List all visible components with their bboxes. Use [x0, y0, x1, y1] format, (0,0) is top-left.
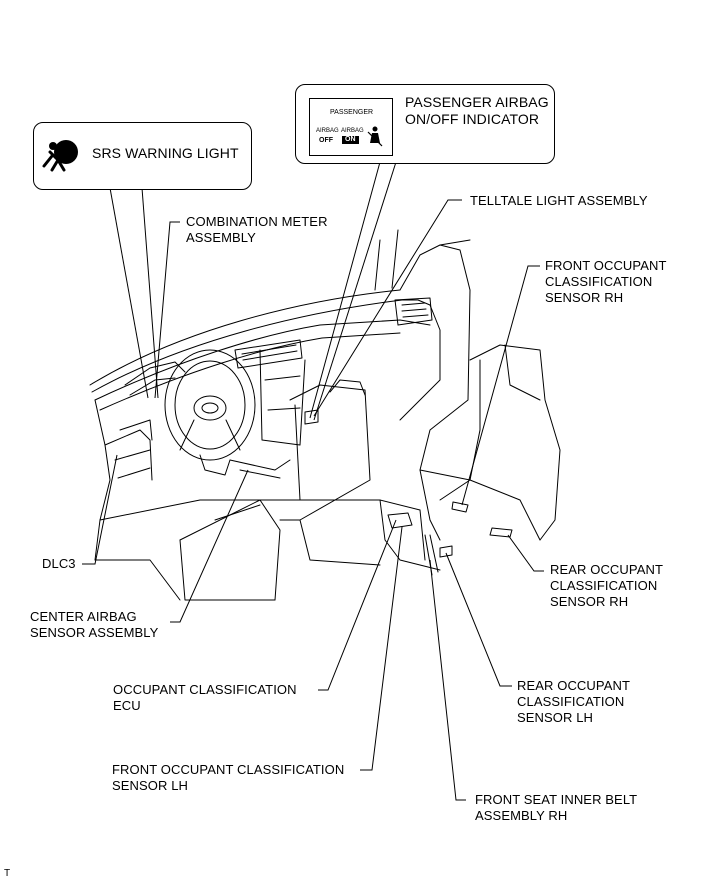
combination-meter-label-2: ASSEMBLY	[186, 230, 256, 245]
front-occupant-rh-label-1: FRONT OCCUPANT	[545, 258, 667, 273]
passenger-indicator-label-1: PASSENGER AIRBAG	[405, 94, 549, 110]
front-occupant-lh-label-1: FRONT OCCUPANT CLASSIFICATION	[112, 762, 345, 777]
passenger-indicator-label-2: ON/OFF INDICATOR	[405, 111, 540, 127]
panel-title: PASSENGER	[330, 109, 374, 116]
occupant-ecu-label-1: OCCUPANT CLASSIFICATION	[113, 682, 297, 697]
rear-occupant-rh-label-1: REAR OCCUPANT	[550, 562, 664, 577]
center-airbag-label-1: CENTER AIRBAG	[30, 609, 137, 624]
dlc3-label: DLC3	[42, 556, 76, 571]
occupant-ecu-label-2: ECU	[113, 698, 141, 713]
front-occupant-lh-label-2: SENSOR LH	[112, 778, 189, 793]
footer-mark: T	[4, 868, 11, 879]
combination-meter-label-1: COMBINATION METER	[186, 214, 328, 229]
airbag-on-bottom: ON	[342, 136, 359, 144]
rear-occupant-lh-label-2: CLASSIFICATION	[517, 694, 625, 709]
rear-occupant-rh-label-3: SENSOR RH	[550, 594, 629, 609]
rear-occupant-rh-label-2: CLASSIFICATION	[550, 578, 658, 593]
front-occupant-rh-label-3: SENSOR RH	[545, 290, 624, 305]
telltale-light-label: TELLTALE LIGHT ASSEMBLY	[470, 193, 648, 208]
rear-occupant-lh-label-1: REAR OCCUPANT	[517, 678, 631, 693]
front-occupant-rh-label-2: CLASSIFICATION	[545, 274, 653, 289]
center-airbag-label-2: SENSOR ASSEMBLY	[30, 625, 159, 640]
front-belt-rh-label-1: FRONT SEAT INNER BELT	[475, 792, 638, 807]
front-belt-rh-label-2: ASSEMBLY RH	[475, 808, 568, 823]
airbag-off-top: AIRBAG	[316, 128, 339, 134]
srs-warning-light-label: SRS WARNING LIGHT	[92, 145, 239, 161]
airbag-on-top: AIRBAG	[341, 128, 364, 134]
rear-occupant-lh-label-3: SENSOR LH	[517, 710, 594, 725]
airbag-off-bottom: OFF	[319, 137, 333, 144]
